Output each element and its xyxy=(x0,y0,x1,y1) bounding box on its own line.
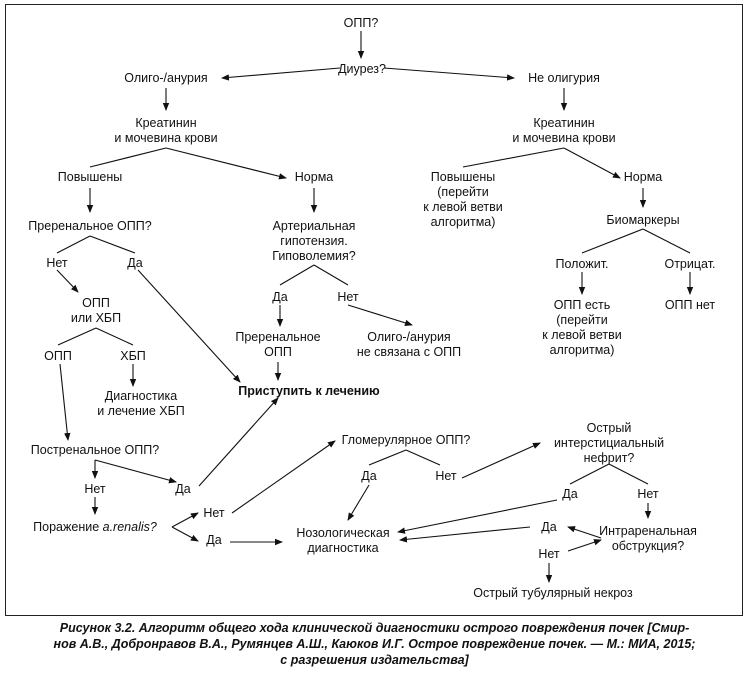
node-postrenal-yes: Да xyxy=(175,482,191,496)
node-opp-question: ОПП? xyxy=(343,16,379,30)
node-negative: Отрицат. xyxy=(664,257,716,271)
connector-edge xyxy=(279,264,315,286)
node-renalis-no: Нет xyxy=(203,506,225,520)
node-postrenal-no: Нет xyxy=(84,482,106,496)
connector-edge xyxy=(56,235,91,254)
node-hypotension-question: Артериальная гипотензия. Гиповолемия? xyxy=(272,219,356,263)
connector-edge xyxy=(608,463,649,485)
renalis-prefix: Поражение xyxy=(33,520,103,534)
arrow-edge xyxy=(59,363,71,441)
node-prerenal-no: Нет xyxy=(46,256,68,270)
node-oligo-unrelated: Олиго-/анурия не связана с ОПП xyxy=(356,330,462,359)
node-interstitial-question: Острый интерстициальный нефрит? xyxy=(553,421,665,465)
node-prerenal-question: Преренальное ОПП? xyxy=(28,219,152,233)
arrow-edge xyxy=(56,269,79,293)
arrow-edge xyxy=(461,442,541,479)
node-raised-left: Повышены xyxy=(57,170,123,184)
arrow-edge xyxy=(383,67,515,81)
arrow-edge xyxy=(171,526,199,542)
arrow-edge xyxy=(171,512,199,528)
node-oligo-anuria: Олиго-/анурия xyxy=(124,71,208,85)
node-opp: ОПП xyxy=(44,349,72,363)
node-norm-right: Норма xyxy=(623,170,663,184)
node-start-treatment: Приступить к лечению xyxy=(238,384,380,398)
connector-edge xyxy=(368,449,407,466)
node-renalis-question: Поражение a.renalis? xyxy=(33,520,157,535)
node-hypo-no: Нет xyxy=(337,290,359,304)
connector-edge xyxy=(89,235,136,254)
node-hypo-yes: Да xyxy=(272,290,288,304)
arrow-edge xyxy=(563,147,621,179)
arrow-edge xyxy=(399,526,531,543)
node-renalis-yes: Да xyxy=(206,533,222,547)
node-nosology: Нозологическая диагностика xyxy=(296,526,390,555)
node-norm-left: Норма xyxy=(294,170,334,184)
node-prerenal-opp: Преренальное ОПП xyxy=(235,330,321,359)
node-atn: Острый тубулярный некроз xyxy=(473,586,633,600)
connector-edge xyxy=(581,228,644,254)
arrow-edge xyxy=(567,526,602,539)
node-glom-no: Нет xyxy=(435,469,457,483)
renalis-italic: a.renalis? xyxy=(102,520,157,534)
node-creatinine-left: Креатинин и мочевина крови xyxy=(114,116,218,145)
node-glom-yes: Да xyxy=(361,469,377,483)
node-interstitial-yes: Да xyxy=(562,487,578,501)
arrow-edge xyxy=(137,269,241,383)
node-not-oliguria: Не олигурия xyxy=(528,71,600,85)
connector-edge xyxy=(405,449,441,466)
node-interstitial-no: Нет xyxy=(637,487,659,501)
arrow-edge xyxy=(567,539,602,552)
arrow-edge xyxy=(347,484,370,521)
arrow-edge xyxy=(397,499,558,534)
connector-edge xyxy=(569,463,610,485)
connector-edge xyxy=(89,147,167,168)
node-creatinine-right: Креатинин и мочевина крови xyxy=(512,116,616,145)
arrow-edge xyxy=(221,67,341,81)
connector-edge xyxy=(313,264,349,286)
node-opp-present: ОПП есть (перейти к левой ветви алгоритм… xyxy=(542,298,622,357)
arrow-edge xyxy=(231,440,336,514)
node-biomarkers: Биомаркеры xyxy=(606,213,680,227)
node-intrarenal-no: Нет xyxy=(538,547,560,561)
node-postrenal-question: Постренальное ОПП? xyxy=(30,443,160,457)
node-opp-absent: ОПП нет xyxy=(664,298,716,312)
node-prerenal-yes: Да xyxy=(127,256,143,270)
node-intrarenal-question: Интраренальная обструкция? xyxy=(599,524,697,553)
figure-caption: Рисунок 3.2. Алгоритм общего хода клинич… xyxy=(53,621,696,667)
node-glomerular-question: Гломерулярное ОПП? xyxy=(341,433,471,447)
diagram-frame xyxy=(5,4,743,616)
node-ckd: ХБП xyxy=(120,349,146,363)
node-opp-or-ckd: ОПП или ХБП xyxy=(70,296,122,325)
arrow-edge xyxy=(198,397,279,487)
connector-edge xyxy=(57,327,97,346)
node-positive: Положит. xyxy=(555,257,609,271)
connector-edge xyxy=(95,327,134,346)
arrow-edge xyxy=(165,147,287,180)
connector-edge xyxy=(462,147,565,168)
arrow-edge xyxy=(94,459,177,484)
node-intrarenal-yes: Да xyxy=(541,520,557,534)
connector-edge xyxy=(642,228,691,254)
arrow-edge xyxy=(347,304,413,326)
node-raised-right: Повышены (перейти к левой ветви алгоритм… xyxy=(423,170,503,229)
node-diuresis-question: Диурез? xyxy=(338,62,386,76)
node-ckd-diagnostics: Диагностика и лечение ХБП xyxy=(97,389,185,418)
